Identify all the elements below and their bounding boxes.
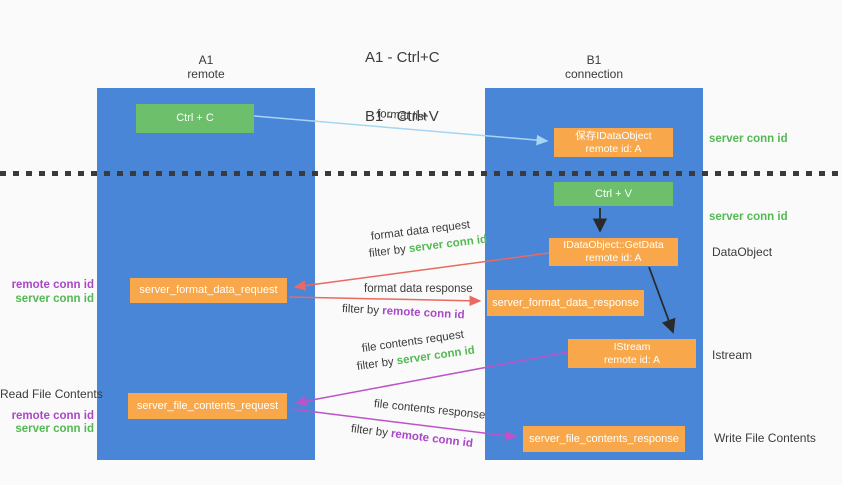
label-remote-conn-id-2: remote conn id <box>11 410 94 422</box>
node-save-idataobject-line1: 保存IDataObject <box>575 129 652 142</box>
label-read-file-contents: Read File Contents <box>0 387 103 401</box>
lifeline-a1-role: remote <box>187 67 225 81</box>
filter-prefix: filter by <box>356 355 398 373</box>
label-server-conn-id-1: server conn id <box>15 293 94 305</box>
label-filter-format-response: filter by remote conn id <box>342 303 465 321</box>
node-format-response-label: server_format_data_response <box>492 296 639 309</box>
machine-boundary-dotted-line <box>0 171 842 176</box>
node-ctrl-v: Ctrl + V <box>554 182 673 206</box>
node-save-idataobject-line2: remote id: A <box>585 142 642 155</box>
node-server-file-contents-request: server_file_contents_request <box>128 393 287 419</box>
node-istream: IStream remote id: A <box>568 339 696 368</box>
label-server-conn-id-mid: server conn id <box>709 211 788 223</box>
label-server-conn-id-top: server conn id <box>709 133 788 145</box>
filter-prefix: filter by <box>341 303 383 318</box>
label-dataobject: DataObject <box>712 245 773 259</box>
label-remote-conn-id-1: remote conn id <box>11 279 94 291</box>
arrow-format-data-response <box>288 295 482 307</box>
filter-prefix: filter by <box>368 243 410 260</box>
filter-key-remote-conn-id: remote conn id <box>390 427 474 450</box>
label-file-contents-response: file contents response <box>373 398 486 422</box>
label-write-file-contents: Write File Contents <box>714 431 816 445</box>
lifeline-header-b1: B1 connection <box>485 53 703 81</box>
node-file-request-label: server_file_contents_request <box>136 399 279 412</box>
node-ctrl-c: Ctrl + C <box>136 104 254 133</box>
node-server-file-contents-response: server_file_contents_response <box>523 426 685 452</box>
label-filter-file-response: filter by remote conn id <box>350 423 473 450</box>
node-format-request-label: server_format_data_request <box>139 284 278 296</box>
node-save-idataobject: 保存IDataObject remote id: A <box>554 128 673 157</box>
node-ctrl-v-label: Ctrl + V <box>595 187 632 200</box>
label-istream: Istream <box>712 348 753 362</box>
title-line-a1: A1 - Ctrl+C <box>365 49 440 66</box>
label-format-data-response: format data response <box>364 283 473 295</box>
node-istream-line2: remote id: A <box>603 353 661 366</box>
filter-key-remote-conn-id: remote conn id <box>381 305 465 322</box>
lifeline-b1-role: connection <box>564 67 624 81</box>
filter-prefix: filter by <box>350 423 392 440</box>
node-ctrl-c-label: Ctrl + C <box>176 112 214 124</box>
lifeline-b1-name: B1 <box>586 53 602 67</box>
label-server-conn-id-2: server conn id <box>15 423 94 435</box>
node-getdata-line1: IDataObject::GetData <box>563 239 664 251</box>
diagram-title: A1 - Ctrl+C B1 - Ctrl+V <box>365 9 440 146</box>
lifeline-a1-name: A1 <box>198 53 214 67</box>
node-idataobject-getdata: IDataObject::GetData remote id: A <box>549 238 678 266</box>
node-server-format-data-request: server_format_data_request <box>130 278 287 303</box>
lifeline-header-a1: A1 remote <box>97 53 315 81</box>
node-istream-line1: IStream <box>613 340 651 353</box>
node-file-response-label: server_file_contents_response <box>529 432 679 445</box>
node-server-format-data-response: server_format_data_response <box>487 290 644 316</box>
node-getdata-line2: remote id: A <box>585 252 642 264</box>
